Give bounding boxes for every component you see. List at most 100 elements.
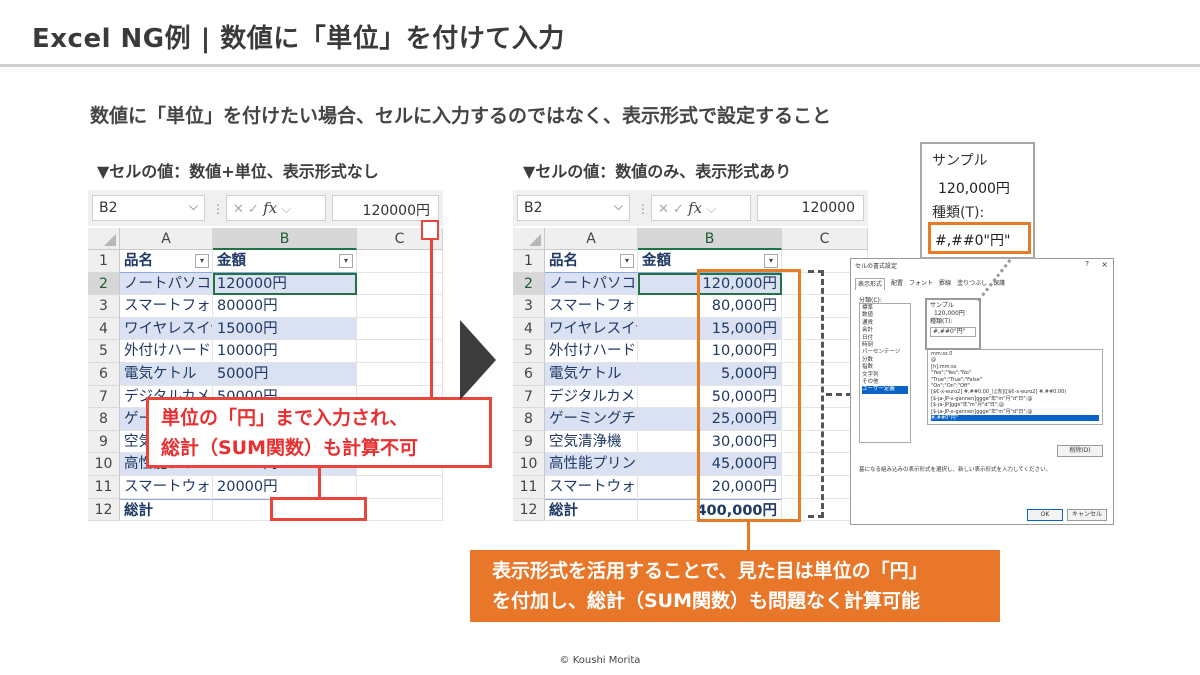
table-cell[interactable]: ノートパソコン: [545, 272, 638, 296]
row-header[interactable]: 5: [88, 340, 120, 363]
category-item[interactable]: その他: [862, 379, 879, 386]
row-header[interactable]: 8: [88, 408, 120, 431]
table-cell[interactable]: ワイヤレスイヤホン: [545, 317, 638, 341]
table-cell[interactable]: 電気ケトル: [545, 363, 638, 386]
table-cell[interactable]: 80,000円: [638, 295, 782, 318]
table-cell[interactable]: 80000円: [213, 295, 357, 318]
table-cell[interactable]: 120,000円: [638, 272, 782, 296]
enter-icon[interactable]: ✓: [248, 202, 259, 217]
chevron-down-icon[interactable]: ⌵: [613, 199, 623, 213]
format-type-list[interactable]: mm:ss.0@[h]:mm:ss"Yes";"Yes";"No""True";…: [927, 349, 1103, 425]
row-header[interactable]: 3: [513, 295, 545, 318]
format-type-item[interactable]: "On";"On";"Off": [931, 383, 970, 390]
category-item[interactable]: 文字列: [862, 371, 879, 378]
tab-fill[interactable]: 塗りつぶし: [957, 280, 988, 287]
row-header[interactable]: 3: [88, 295, 120, 318]
tab-protection[interactable]: 保護: [993, 280, 1006, 287]
header-cell[interactable]: 品名▾: [120, 250, 213, 273]
category-item[interactable]: 時刻: [862, 342, 874, 349]
ok-button[interactable]: OK: [1027, 509, 1063, 521]
row-header[interactable]: 8: [513, 408, 545, 431]
row-header[interactable]: 11: [88, 476, 120, 499]
name-box[interactable]: B2⌵: [517, 195, 630, 221]
row-header[interactable]: 5: [513, 340, 545, 363]
row-header[interactable]: 12: [513, 498, 545, 522]
empty-cell[interactable]: [357, 363, 443, 386]
category-item[interactable]: 通貨: [862, 319, 874, 326]
row-header[interactable]: 1: [513, 250, 545, 273]
table-cell[interactable]: 50,000円: [638, 385, 782, 409]
header-cell[interactable]: 金額▾: [213, 250, 357, 273]
table-cell[interactable]: 30,000円: [638, 430, 782, 454]
table-cell[interactable]: 高性能プリンター: [545, 453, 638, 476]
insert-function-icon[interactable]: fx: [263, 199, 278, 217]
format-type-item[interactable]: @: [931, 357, 936, 364]
table-cell[interactable]: スマートウォッチ: [120, 476, 213, 499]
row-header[interactable]: 7: [513, 385, 545, 409]
table-cell[interactable]: 20,000円: [638, 476, 782, 499]
category-list[interactable]: 標準数値通貨会計日付時刻パーセンテージ分数指数文字列その他ユーザー定義: [859, 303, 911, 443]
category-item[interactable]: ユーザー定義: [862, 386, 908, 394]
chevron-down-icon[interactable]: ⌵: [702, 202, 717, 217]
table-cell[interactable]: 電気ケトル: [120, 363, 213, 386]
format-type-item[interactable]: "Yes";"Yes";"No": [931, 370, 972, 377]
category-item[interactable]: 指数: [862, 364, 874, 371]
help-icon[interactable]: ?: [1085, 260, 1089, 268]
row-header[interactable]: 4: [88, 317, 120, 341]
enter-icon[interactable]: ✓: [673, 202, 684, 217]
table-cell[interactable]: ノートパソコン: [120, 272, 213, 296]
header-cell[interactable]: 品名▾: [545, 250, 638, 273]
format-type-item[interactable]: "True";"True";"False": [931, 376, 982, 383]
header-cell[interactable]: 金額▾: [638, 250, 782, 273]
table-cell[interactable]: 空気清浄機: [545, 430, 638, 454]
delete-button[interactable]: 削除(D): [1057, 445, 1103, 457]
table-cell[interactable]: 外付けハードディスク: [545, 340, 638, 363]
table-cell[interactable]: 外付けハードディスク: [120, 340, 213, 363]
filter-dropdown-icon[interactable]: ▾: [620, 254, 634, 268]
cancel-button[interactable]: キャンセル: [1067, 509, 1107, 521]
table-cell[interactable]: 10,000円: [638, 340, 782, 363]
select-all-corner[interactable]: [513, 228, 545, 250]
table-cell[interactable]: 25,000円: [638, 408, 782, 431]
row-header[interactable]: 12: [88, 498, 120, 522]
tab-number[interactable]: 表示形式: [855, 278, 886, 290]
table-cell[interactable]: 15,000円: [638, 317, 782, 341]
row-header[interactable]: 9: [513, 430, 545, 454]
chevron-down-icon[interactable]: ⌵: [188, 199, 198, 213]
format-type-item[interactable]: [$€-x-euro2] #,##0.00_);[赤]([$€-x-euro2]…: [931, 389, 1067, 396]
table-cell[interactable]: 5,000円: [638, 363, 782, 386]
filter-dropdown-icon[interactable]: ▾: [764, 254, 778, 268]
row-header[interactable]: 9: [88, 430, 120, 454]
tab-alignment[interactable]: 配置: [891, 280, 904, 287]
column-header-c[interactable]: C: [782, 228, 868, 250]
empty-cell[interactable]: [357, 340, 443, 363]
table-cell[interactable]: 20000円: [213, 476, 357, 499]
row-header[interactable]: 7: [88, 385, 120, 409]
row-header[interactable]: 4: [513, 317, 545, 341]
row-header[interactable]: 2: [513, 272, 545, 296]
category-item[interactable]: 会計: [862, 327, 874, 334]
table-cell[interactable]: 120000円: [213, 272, 357, 296]
select-all-corner[interactable]: [88, 228, 120, 250]
category-item[interactable]: 標準: [862, 305, 874, 311]
row-header[interactable]: 2: [88, 272, 120, 296]
column-header-b[interactable]: B: [638, 228, 782, 250]
category-item[interactable]: 数値: [862, 312, 874, 319]
cancel-icon[interactable]: ✕: [233, 202, 244, 217]
table-cell[interactable]: 45,000円: [638, 453, 782, 476]
format-type-item[interactable]: [h]:mm:ss: [931, 363, 957, 370]
column-header-a[interactable]: A: [120, 228, 213, 250]
column-header-a[interactable]: A: [545, 228, 638, 250]
row-header[interactable]: 10: [513, 453, 545, 476]
format-type-item[interactable]: [$-ja-JP]gge"年"m"月"d"日";@: [931, 402, 1004, 409]
empty-cell[interactable]: [357, 272, 443, 296]
empty-cell[interactable]: [357, 476, 443, 499]
row-header[interactable]: 11: [513, 476, 545, 499]
filter-dropdown-icon[interactable]: ▾: [195, 254, 209, 268]
table-cell[interactable]: 総計: [120, 498, 213, 522]
empty-cell[interactable]: [357, 295, 443, 318]
format-type-item[interactable]: #,##0"円": [931, 415, 1099, 422]
table-cell[interactable]: 5000円: [213, 363, 357, 386]
format-type-item[interactable]: [$-ja-JP-x-gannen]ggge"年"m"月"d"日";@: [931, 395, 1033, 402]
table-cell[interactable]: 総計: [545, 498, 638, 522]
